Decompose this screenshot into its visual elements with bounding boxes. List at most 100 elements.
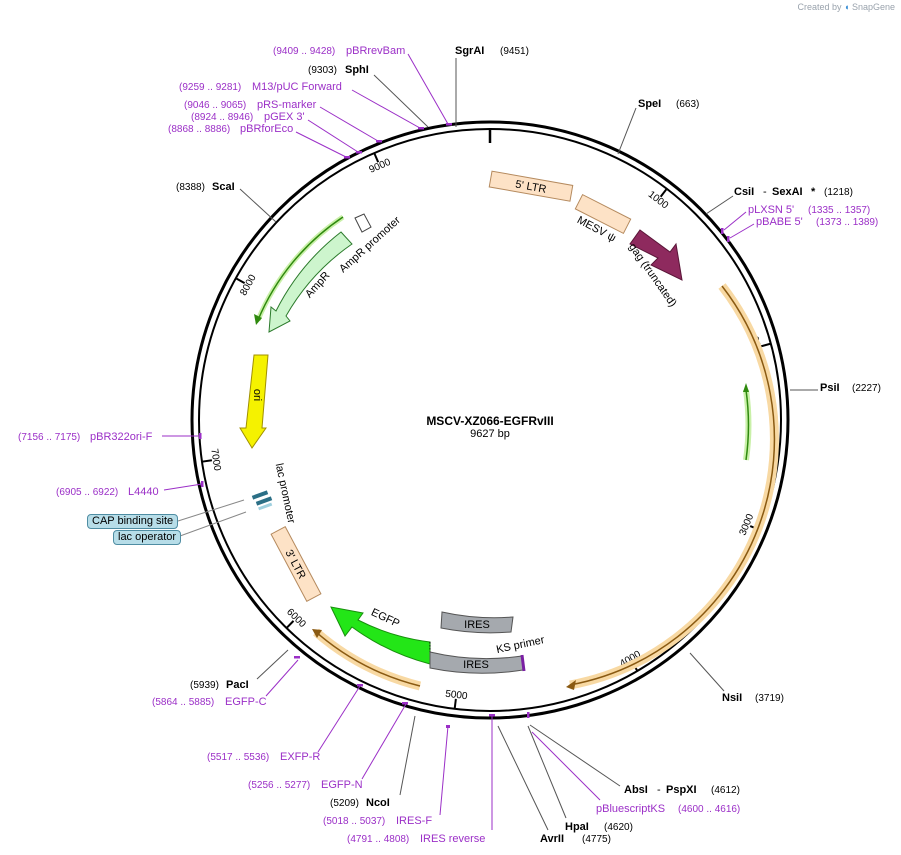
primer-pbluescript-range: (4600 .. 4616) xyxy=(678,804,740,815)
site-scai-name: ScaI xyxy=(212,181,235,193)
site-psii-name: PsiI xyxy=(820,382,840,394)
site-paci-pos: (5939) xyxy=(190,680,219,691)
feature-mesv-psi[interactable] xyxy=(574,193,632,235)
primer-pbluescriptks[interactable]: pBluescriptKS (4600 .. 4616) xyxy=(527,712,740,815)
site-spei-pos: (663) xyxy=(676,99,699,110)
primer-pbrforeco[interactable]: (8868 .. 8886) pBRforEco xyxy=(168,123,350,159)
primer-m13-range: (9259 .. 9281) xyxy=(179,82,241,93)
orf-right-arrowhead xyxy=(566,680,576,690)
site-sexai-name: SexAI xyxy=(772,186,803,198)
feature-ks-primer-label: KS primer xyxy=(495,634,546,656)
orf-right-line xyxy=(569,285,776,686)
site-absi-pspxi[interactable]: AbsI - PspXI (4612) xyxy=(529,724,740,796)
backbone-outer-ring xyxy=(190,120,790,720)
tick-label: 5000 xyxy=(445,689,469,703)
feature-ires-lower[interactable]: IRES xyxy=(429,651,524,674)
site-avrii[interactable]: AvrII (4775) xyxy=(497,725,611,845)
feature-ampr[interactable] xyxy=(268,231,353,333)
site-nsii[interactable]: NsiI (3719) xyxy=(689,652,784,704)
site-paci[interactable]: (5939) PacI xyxy=(190,649,289,691)
primer-m13-puc-forward[interactable]: (9259 .. 9281) M13/pUC Forward xyxy=(179,81,424,130)
ampr-green-line xyxy=(257,216,344,321)
tick-mark xyxy=(235,277,246,284)
site-ncoi-pos: (5209) xyxy=(330,798,359,809)
site-ncoi[interactable]: (5209) NcoI xyxy=(330,715,416,809)
primer-pbr322ori-f[interactable]: (7156 .. 7175) pBR322ori-F xyxy=(18,431,202,443)
credit-brand: SnapGene xyxy=(851,2,895,12)
primer-plxsn-range: (1335 .. 1357) xyxy=(808,205,870,216)
primer-l4440[interactable]: (6905 .. 6922) L4440 xyxy=(56,481,204,498)
tick-mark xyxy=(453,698,457,709)
site-hpai-pos: (4620) xyxy=(604,822,633,833)
tick-label: 7000 xyxy=(208,448,222,472)
site-sep-dash: - xyxy=(763,186,767,198)
tick-label: 8000 xyxy=(238,273,259,298)
feature-gag[interactable] xyxy=(629,229,683,281)
primer-egfp-n[interactable]: (5256 .. 5277) EGFP-N xyxy=(248,702,408,791)
site-nsii-name: NsiI xyxy=(722,692,742,704)
site-hpai[interactable]: HpaI (4620) xyxy=(527,725,633,833)
site-sgrai[interactable]: SgrAI (9451) xyxy=(455,45,529,127)
primer-exfp-r[interactable]: (5517 .. 5536) EXFP-R xyxy=(207,684,363,763)
site-sphi[interactable]: (9303) SphI xyxy=(308,64,429,128)
site-sphi-pos: (9303) xyxy=(308,65,337,76)
primer-pbrforeco-name: pBRforEco xyxy=(240,123,293,135)
primer-pbr322-range: (7156 .. 7175) xyxy=(18,432,80,443)
tick-label: 9000 xyxy=(368,157,393,176)
site-sgrai-name: SgrAI xyxy=(455,45,484,57)
ampr-green-band[interactable] xyxy=(255,214,345,321)
primer-pbabe-name: pBABE 5' xyxy=(756,216,803,228)
tick-mark xyxy=(373,152,380,163)
primer-l4440-range: (6905 .. 6922) xyxy=(56,487,118,498)
site-psii[interactable]: PsiI (2227) xyxy=(790,382,881,394)
site-pspxi-name: PspXI xyxy=(666,784,697,796)
primer-iresrev-range: (4791 .. 4808) xyxy=(347,834,409,845)
cap-binding-site-pill[interactable]: CAP binding site xyxy=(87,514,179,529)
site-absi-pos: (4612) xyxy=(711,785,740,796)
orf-green-line xyxy=(745,389,750,461)
primer-exfpr-range: (5517 .. 5536) xyxy=(207,752,269,763)
site-csii-sexai[interactable]: CsiI - SexAI * (1218) xyxy=(705,186,853,215)
site-sgrai-pos: (9451) xyxy=(500,46,529,57)
orf-bottom-arrowhead xyxy=(312,629,322,638)
site-avrii-pos: (4775) xyxy=(582,834,611,845)
primer-pbrrevbam-range: (9409 .. 9428) xyxy=(273,46,335,57)
lac-operator-pill[interactable]: lac operator xyxy=(113,530,182,545)
site-spei[interactable]: SpeI (663) xyxy=(617,98,699,155)
primer-egfpn-name: EGFP-N xyxy=(321,779,363,791)
feature-ires-upper[interactable]: IRES xyxy=(440,611,514,634)
primer-plxsn-5[interactable]: pLXSN 5' (1335 .. 1357) xyxy=(721,204,870,234)
feature-5ltr-label: 5' LTR xyxy=(514,179,547,196)
plasmid-name: MSCV-XZ066-EGFRvIII xyxy=(426,414,553,428)
feature-egfp-label: EGFP xyxy=(369,607,401,631)
primer-l4440-name: L4440 xyxy=(128,486,159,498)
primer-pgex-name: pGEX 3' xyxy=(264,111,305,123)
site-spei-name: SpeI xyxy=(638,98,661,110)
primer-ires-reverse[interactable]: (4791 .. 4808) IRES reverse xyxy=(347,714,495,845)
primer-ires-f[interactable]: (5018 .. 5037) IRES-F xyxy=(323,725,450,827)
primer-exfpr-name: EXFP-R xyxy=(280,751,320,763)
site-sphi-name: SphI xyxy=(345,64,369,76)
primer-egfpc-range: (5864 .. 5885) xyxy=(152,697,214,708)
primer-pbrrevbam[interactable]: (9409 .. 9428) pBRrevBam xyxy=(273,45,452,126)
orf-right-band[interactable] xyxy=(569,283,779,690)
feature-ori[interactable]: ori xyxy=(239,354,269,449)
feature-lac-operator[interactable] xyxy=(251,490,273,511)
site-sexai-star: * xyxy=(811,186,816,198)
primer-pbabe-5[interactable]: pBABE 5' (1373 .. 1389) xyxy=(727,216,878,242)
primer-prs-marker[interactable]: (9046 .. 9065) pRS-marker xyxy=(184,99,382,143)
site-ncoi-name: NcoI xyxy=(366,797,390,809)
primer-pbr322-name: pBR322ori-F xyxy=(90,431,153,443)
site-scai[interactable]: (8388) ScaI xyxy=(176,181,277,223)
feature-3ltr[interactable]: 3' LTR xyxy=(270,526,322,602)
cap-leader xyxy=(177,499,245,522)
site-paci-name: PacI xyxy=(226,679,249,691)
feature-5ltr[interactable]: 5' LTR xyxy=(488,170,574,202)
primer-pgex-3[interactable]: (8924 .. 8946) pGEX 3' xyxy=(191,111,362,154)
feature-ampr-promoter[interactable] xyxy=(354,213,372,233)
primer-egfp-c[interactable]: (5864 .. 5885) EGFP-C xyxy=(152,656,300,708)
primer-iresrev-name: IRES reverse xyxy=(420,833,485,845)
feature-ori-label: ori xyxy=(251,389,263,401)
orf-green-arrowhead xyxy=(743,383,749,392)
